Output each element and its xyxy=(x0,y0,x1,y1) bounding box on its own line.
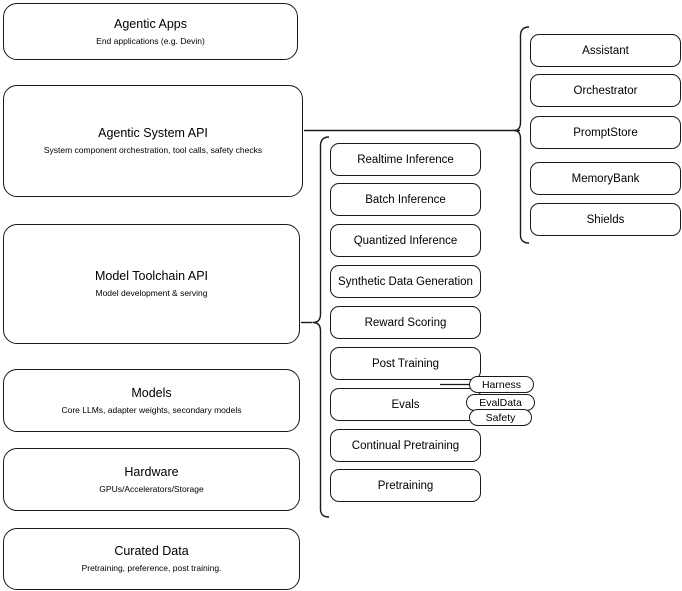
layer-title: Agentic Apps xyxy=(114,16,187,31)
layer-subtitle: GPUs/Accelerators/Storage xyxy=(99,483,204,494)
capability-label: Quantized Inference xyxy=(353,234,458,247)
system-component-label: PromptStore xyxy=(573,126,638,139)
layer-hardware[interactable]: Hardware GPUs/Accelerators/Storage xyxy=(3,448,300,511)
eval-pill-label: EvalData xyxy=(479,396,522,409)
eval-pill-label: Safety xyxy=(485,411,516,424)
layer-title: Models xyxy=(131,385,172,400)
eval-pill-label: Harness xyxy=(481,378,522,391)
capability-label: Pretraining xyxy=(377,479,434,492)
layer-subtitle: System component orchestration, tool cal… xyxy=(43,145,263,155)
capability-pretraining[interactable]: Pretraining xyxy=(330,469,481,502)
eval-pill-safety[interactable]: Safety xyxy=(469,409,532,426)
capability-batch-inference[interactable]: Batch Inference xyxy=(330,183,481,216)
system-component-shields[interactable]: Shields xyxy=(530,203,681,236)
layer-title: Hardware xyxy=(124,464,179,479)
capability-label: Evals xyxy=(391,398,420,411)
capability-label: Continual Pretraining xyxy=(351,439,460,452)
layer-subtitle: Model development & serving xyxy=(95,288,208,298)
toolchain-capabilities-brace xyxy=(312,136,330,518)
layer-title: Curated Data xyxy=(114,544,189,558)
system-component-orchestrator[interactable]: Orchestrator xyxy=(530,74,681,107)
capability-label: Synthetic Data Generation xyxy=(338,275,473,288)
layer-agentic-apps[interactable]: Agentic Apps End applications (e.g. Devi… xyxy=(3,3,298,60)
capability-synthetic-data-generation[interactable]: Synthetic Data Generation xyxy=(330,265,481,298)
layer-model-toolchain-api[interactable]: Model Toolchain API Model development & … xyxy=(3,224,300,344)
layer-agentic-system-api[interactable]: Agentic System API System component orch… xyxy=(3,85,303,197)
capability-realtime-inference[interactable]: Realtime Inference xyxy=(330,143,481,176)
system-component-label: Orchestrator xyxy=(573,84,638,97)
layer-subtitle: Pretraining, preference, post training. xyxy=(81,563,222,573)
layer-models[interactable]: Models Core LLMs, adapter weights, secon… xyxy=(3,369,300,432)
layer-title: Model Toolchain API xyxy=(94,269,209,283)
system-component-label: MemoryBank xyxy=(571,172,640,185)
eval-pill-harness[interactable]: Harness xyxy=(469,376,534,393)
capability-continual-pretraining[interactable]: Continual Pretraining xyxy=(330,429,481,462)
system-component-promptstore[interactable]: PromptStore xyxy=(530,116,681,149)
system-components-brace xyxy=(513,26,530,244)
capability-label: Post Training xyxy=(371,357,440,370)
system-component-assistant[interactable]: Assistant xyxy=(530,34,681,67)
capability-reward-scoring[interactable]: Reward Scoring xyxy=(330,306,481,339)
capability-label: Realtime Inference xyxy=(357,153,454,166)
capability-label: Reward Scoring xyxy=(364,316,447,329)
capability-label: Batch Inference xyxy=(365,193,446,206)
capability-quantized-inference[interactable]: Quantized Inference xyxy=(330,224,481,257)
layer-curated-data[interactable]: Curated Data Pretraining, preference, po… xyxy=(3,528,300,590)
system-component-label: Shields xyxy=(586,213,625,226)
layer-subtitle: Core LLMs, adapter weights, secondary mo… xyxy=(61,404,242,415)
system-component-memorybank[interactable]: MemoryBank xyxy=(530,162,681,195)
layer-subtitle: End applications (e.g. Devin) xyxy=(96,35,205,46)
capability-post-training[interactable]: Post Training xyxy=(330,347,481,380)
layer-title: Agentic System API xyxy=(98,126,208,140)
capability-evals[interactable]: Evals xyxy=(330,388,481,421)
system-component-label: Assistant xyxy=(582,44,629,57)
